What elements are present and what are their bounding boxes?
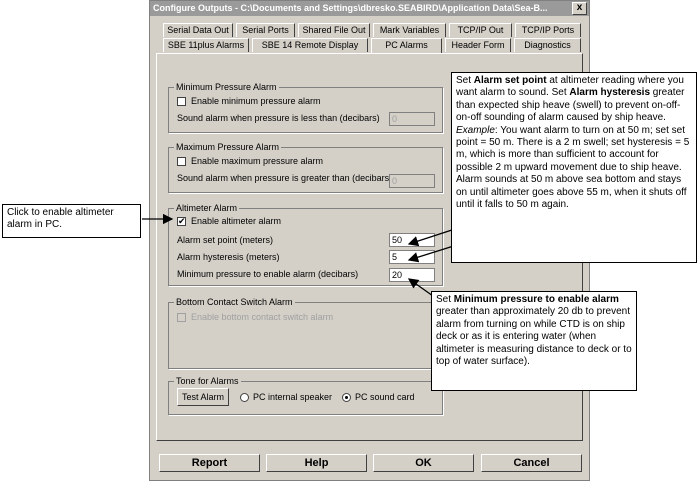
max-pressure-threshold-label: Sound alarm when pressure is greater tha… [177, 173, 393, 183]
callout-text: Set [436, 294, 454, 305]
alarm-hysteresis-label: Alarm hysteresis (meters) [177, 252, 280, 262]
radio-selected-dot [345, 396, 348, 399]
tab-serial-data-out[interactable]: Serial Data Out [163, 23, 233, 37]
enable-max-pressure-checkbox[interactable] [177, 157, 186, 166]
callout-enable-altimeter-text: Click to enable altimeter alarm in PC. [7, 207, 114, 231]
tab-sbe11plus-alarms[interactable]: SBE 11plus Alarms [163, 38, 249, 52]
callout-text: : You want alarm to turn on at 50 m; set… [456, 124, 690, 211]
enable-min-pressure-checkbox[interactable] [177, 97, 186, 106]
max-pressure-group: Maximum Pressure Alarm [168, 142, 443, 193]
tab-shared-file-out[interactable]: Shared File Out [298, 23, 370, 37]
close-button[interactable]: x [572, 2, 587, 15]
callout-text: greater than expected ship heave (swell)… [456, 87, 685, 124]
enable-altimeter-checkbox[interactable]: ✔ [177, 216, 186, 226]
pc-internal-speaker-label: PC internal speaker [253, 392, 333, 402]
min-pressure-group-title: Minimum Pressure Alarm [174, 82, 279, 92]
enable-min-pressure-label: Enable minimum pressure alarm [191, 96, 321, 106]
max-pressure-group-title: Maximum Pressure Alarm [174, 142, 282, 152]
tab-diagnostics[interactable]: Diagnostics [514, 38, 581, 52]
tab-mark-variables[interactable]: Mark Variables [373, 23, 446, 37]
callout-text: greater than approximately 20 db to prev… [436, 306, 632, 368]
altimeter-group: Altimeter Alarm [168, 203, 443, 286]
tone-group-title: Tone for Alarms [174, 376, 241, 386]
tone-group: Tone for Alarms [168, 376, 443, 415]
arrow-to-min-pressure [407, 278, 434, 297]
altimeter-group-title: Altimeter Alarm [174, 203, 240, 213]
help-button[interactable]: Help [266, 454, 367, 472]
callout-text: Set [456, 75, 474, 86]
enable-bottom-contact-label: Enable bottom contact switch alarm [191, 312, 334, 322]
min-pressure-enable-label: Minimum pressure to enable alarm (deciba… [177, 269, 359, 279]
report-button[interactable]: Report [159, 454, 260, 472]
tab-tcpip-ports[interactable]: TCP/IP Ports [515, 23, 581, 37]
tab-pc-alarms[interactable]: PC Alarms [371, 38, 442, 53]
cancel-button[interactable]: Cancel [481, 454, 582, 472]
callout-enable-altimeter: Click to enable altimeter alarm in PC. [2, 204, 141, 238]
callout-bold: Alarm set point [473, 75, 547, 86]
pc-sound-card-radio[interactable] [342, 393, 351, 402]
enable-max-pressure-label: Enable maximum pressure alarm [191, 156, 324, 166]
title-bar[interactable]: Configure Outputs - C:\Documents and Set… [150, 1, 589, 16]
arrow-to-set-point [407, 227, 459, 247]
window-title: Configure Outputs - C:\Documents and Set… [153, 3, 548, 13]
tab-serial-ports[interactable]: Serial Ports [236, 23, 295, 37]
tab-sbe14-remote-display[interactable]: SBE 14 Remote Display [252, 38, 368, 52]
pc-sound-card-label: PC sound card [355, 392, 415, 402]
alarm-set-point-label: Alarm set point (meters) [177, 235, 274, 245]
min-pressure-group: Minimum Pressure Alarm [168, 82, 443, 133]
enable-bottom-contact-checkbox[interactable] [177, 313, 186, 322]
min-pressure-threshold-input[interactable]: 0 [389, 112, 435, 126]
pc-internal-speaker-radio[interactable] [240, 393, 249, 402]
enable-altimeter-label: Enable altimeter alarm [191, 216, 282, 226]
max-pressure-threshold-input[interactable]: 0 [389, 174, 435, 188]
callout-set-point: Set Alarm set point at altimeter reading… [451, 72, 697, 263]
ok-button[interactable]: OK [373, 454, 474, 472]
callout-bold: Alarm hysteresis [569, 87, 651, 99]
callout-bold: Minimum pressure to enable alarm [453, 294, 619, 305]
test-alarm-button[interactable]: Test Alarm [177, 388, 229, 406]
callout-italic: Example [456, 124, 495, 136]
tab-tcpip-out[interactable]: TCP/IP Out [449, 23, 512, 37]
callout-text: at altimeter reading where you want alar… [456, 75, 684, 99]
callout-min-pressure: Set Minimum pressure to enable alarm gre… [431, 291, 637, 391]
tab-header-form[interactable]: Header Form [445, 38, 511, 52]
min-pressure-threshold-label: Sound alarm when pressure is less than (… [177, 113, 380, 123]
bottom-contact-group-title: Bottom Contact Switch Alarm [174, 297, 295, 307]
